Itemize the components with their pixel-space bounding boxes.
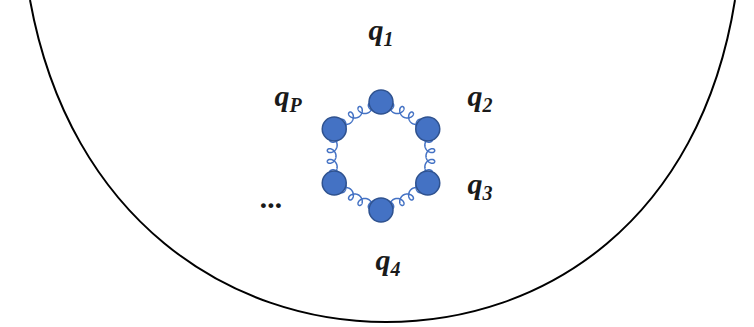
bead xyxy=(369,198,393,222)
label-subscript: 1 xyxy=(384,28,394,50)
bead xyxy=(322,171,346,195)
bead-label: ... xyxy=(261,183,284,213)
label-base: q xyxy=(468,79,483,112)
spring-group xyxy=(327,102,434,210)
label-subscript: 4 xyxy=(391,258,401,280)
bead-group xyxy=(322,90,440,222)
label-subscript: P xyxy=(289,94,301,116)
bead-label: q1 xyxy=(369,15,394,49)
bead-label: q4 xyxy=(376,245,401,279)
label-base: q xyxy=(376,243,391,276)
label-subscript: 2 xyxy=(483,94,493,116)
label-base: q xyxy=(274,79,289,112)
bead-label: q3 xyxy=(468,169,493,203)
bead xyxy=(369,90,393,114)
label-base: q xyxy=(369,13,384,46)
bead xyxy=(416,171,440,195)
bead-label: q2 xyxy=(468,81,493,115)
label-base: q xyxy=(468,167,483,200)
bead-label: qP xyxy=(274,81,301,115)
bead xyxy=(416,117,440,141)
label-subscript: 3 xyxy=(483,182,493,204)
potential-well xyxy=(30,0,735,322)
bead xyxy=(322,117,346,141)
